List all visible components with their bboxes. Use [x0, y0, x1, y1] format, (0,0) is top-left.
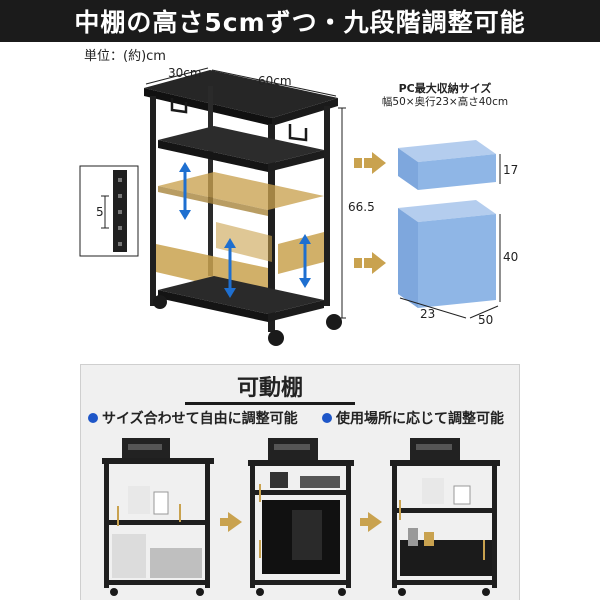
unit-label: 単位：(約)cm — [84, 49, 166, 64]
bullet-right: 使用場所に応じて調整可能 — [322, 408, 504, 428]
bullet-dot-icon — [88, 413, 98, 423]
movable-shelf-title: 可動棚 — [236, 376, 303, 401]
gold-arrows — [354, 152, 386, 274]
cart-diagram — [79, 67, 501, 346]
dimension-lines — [145, 67, 346, 319]
bullet-right-text: 使用場所に応じて調整可能 — [336, 411, 504, 427]
config-cart-2 — [248, 438, 354, 596]
config-cart-3 — [390, 438, 500, 596]
shelf-step-inset — [79, 165, 139, 257]
dim-small-box-height: 17 — [503, 163, 519, 177]
dim-width: 60cm — [258, 74, 292, 88]
cart-frame — [144, 70, 342, 346]
bullet-left: サイズ合わせて自由に調整可能 — [88, 408, 298, 428]
dim-height: 66.5 — [348, 200, 375, 214]
dim-large-box-height: 40 — [503, 250, 519, 264]
large-pc-box — [398, 200, 501, 319]
title-underline — [185, 402, 355, 405]
dim-large-box-width: 50 — [478, 313, 494, 327]
pc-spec-detail: 幅50×奥行23×高さ40cm — [381, 95, 509, 108]
arrow-icon — [220, 512, 242, 532]
pc-spec-box: PC最大収納サイズ 幅50×奥行23×高さ40cm — [378, 82, 512, 118]
page-title-text: 中棚の高さ5cmずつ・九段階調整可能 — [74, 8, 526, 37]
adjust-arrows — [179, 162, 311, 298]
pc-spec-title: PC最大収納サイズ — [398, 82, 492, 95]
dim-shelf-step: 5 — [96, 205, 104, 219]
bullet-left-text: サイズ合わせて自由に調整可能 — [102, 411, 298, 427]
dim-depth: 30cm — [168, 66, 202, 80]
config-cart-1 — [102, 438, 214, 596]
small-pc-box — [398, 140, 501, 190]
arrow-icon — [360, 512, 382, 532]
dim-large-box-depth: 23 — [420, 307, 436, 321]
bullet-dot-icon — [322, 413, 332, 423]
page-title: 中棚の高さ5cmずつ・九段階調整可能 — [0, 0, 600, 42]
